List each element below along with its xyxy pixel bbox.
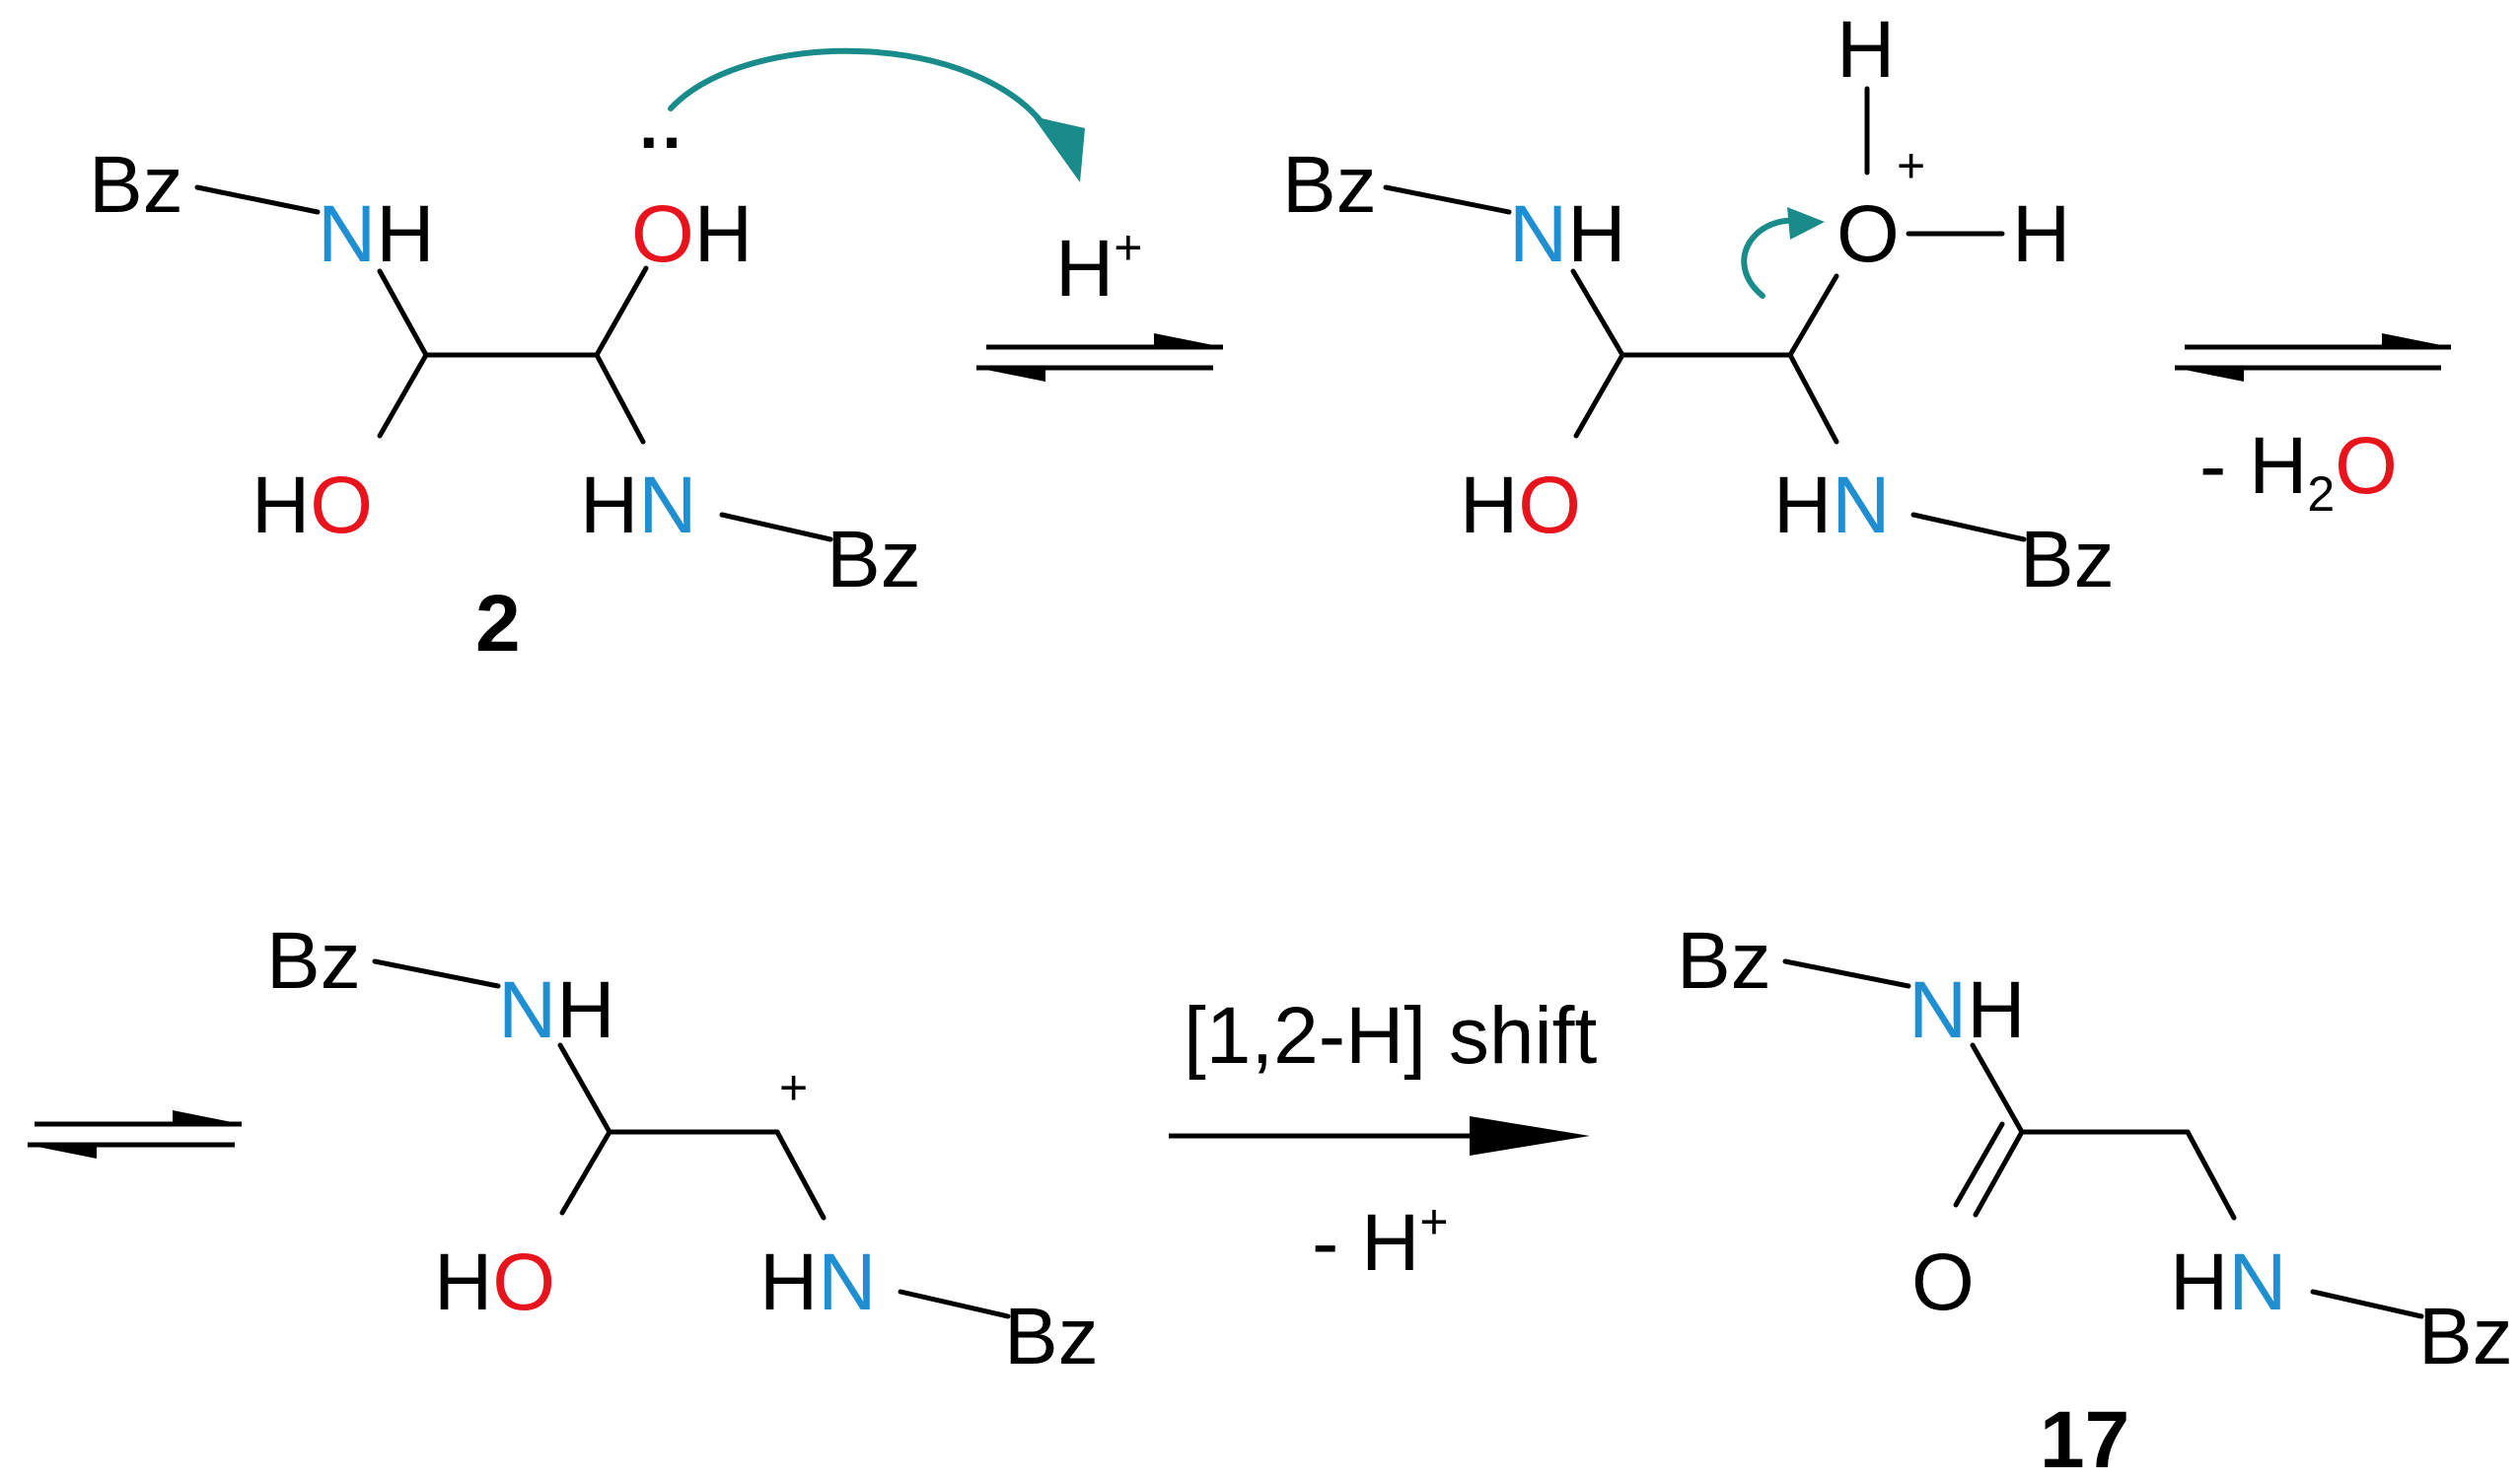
compound-number-2: 2 — [475, 579, 521, 669]
ho-label: HO — [1460, 460, 1581, 550]
oxonium-o: O — [1836, 189, 1900, 279]
bz-label: Bz — [89, 140, 183, 230]
oh-label: OH — [631, 189, 753, 279]
nh-label: NH — [498, 965, 614, 1055]
molecule-17: Bz NH O HN Bz 17 — [1677, 916, 2513, 1483]
bond-c2-hn — [594, 352, 646, 445]
ho-label: HO — [252, 460, 373, 550]
hn-label: HN — [2170, 1237, 2286, 1327]
equilibrium-arrow-2: - H2O — [2175, 333, 2451, 522]
bz-label: Bz — [1282, 140, 1377, 230]
bz-label: Bz — [827, 515, 921, 604]
molecule-carbocation: Bz NH + HO HN Bz — [266, 916, 1099, 1381]
bz-label: Bz — [1004, 1292, 1099, 1381]
carbonyl-o: O — [1911, 1237, 1975, 1327]
curly-arrowhead — [1033, 116, 1085, 182]
h-label: H — [2012, 189, 2070, 279]
reagent-h-plus: H+ — [1055, 220, 1142, 314]
bz-label: Bz — [266, 916, 361, 1006]
bond-hn-bz — [719, 512, 833, 542]
bond-bz-nh — [194, 184, 321, 215]
reagent-minus-water: - H2O — [2199, 421, 2398, 522]
nh-label: NH — [1908, 965, 2025, 1055]
nh-label: NH — [318, 189, 434, 279]
bond-nh-c1 — [377, 268, 429, 358]
equilibrium-arrow-1: H+ — [976, 220, 1223, 382]
reagent-shift: [1,2-H] shift — [1184, 991, 1597, 1081]
ho-label: HO — [434, 1237, 555, 1327]
h-label: H — [1836, 5, 1895, 95]
equilibrium-arrow-3 — [28, 1110, 242, 1159]
lone-pair: ·· — [639, 104, 685, 180]
plus-charge: + — [779, 1060, 808, 1115]
bz-label: Bz — [1677, 916, 1771, 1006]
molecule-protonated: Bz NH H O + H HO HN Bz — [1282, 5, 2115, 604]
hn-label: HN — [1773, 460, 1890, 550]
reaction-arrow: [1,2-H] shift - H+ — [1169, 991, 1597, 1288]
compound-number-17: 17 — [2040, 1395, 2129, 1483]
bz-label: Bz — [2020, 515, 2115, 604]
hn-label: HN — [580, 460, 696, 550]
curly-arrow — [668, 47, 1058, 146]
molecule-2: Bz NH ·· OH HO HN Bz 2 — [89, 47, 1085, 669]
bond-c1-ho — [377, 352, 429, 439]
hn-label: HN — [759, 1237, 876, 1327]
bond-c2-oh — [594, 265, 649, 358]
bz-label: Bz — [2418, 1292, 2513, 1381]
reagent-minus-h-plus: - H+ — [1312, 1194, 1449, 1288]
plus-charge: + — [1897, 138, 1925, 193]
nh-label: NH — [1509, 189, 1625, 279]
